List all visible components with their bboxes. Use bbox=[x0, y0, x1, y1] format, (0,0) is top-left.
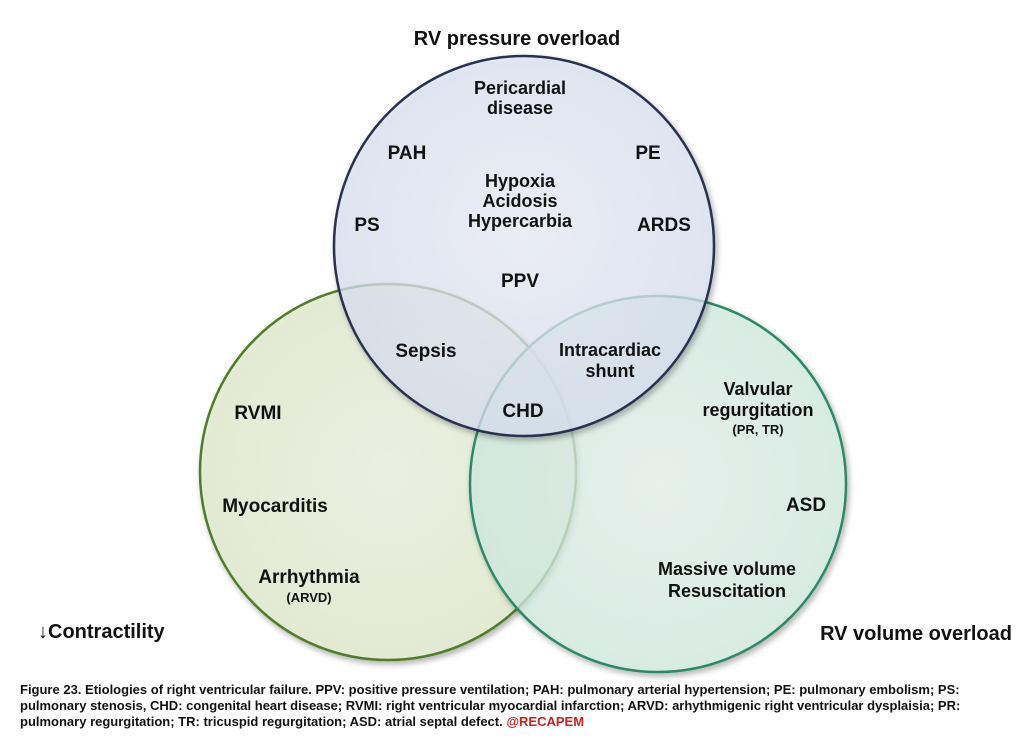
label-intracardiac-2: shunt bbox=[586, 361, 635, 381]
label-ards: ARDS bbox=[637, 215, 691, 236]
label-pericardial-1: Pericardial bbox=[474, 78, 566, 98]
label-massive-1: Massive volume bbox=[658, 559, 796, 579]
volume-group-title: RV volume overload bbox=[820, 623, 1012, 645]
caption-tag: @RECAPEM bbox=[506, 714, 585, 729]
label-valvular-1: Valvular bbox=[723, 379, 792, 399]
label-valvular-2: regurgitation bbox=[703, 400, 814, 420]
caption-text: Figure 23. Etiologies of right ventricul… bbox=[20, 682, 961, 729]
label-arvd: (ARVD) bbox=[286, 590, 331, 605]
label-ps: PS bbox=[354, 215, 379, 236]
figure-caption: Figure 23. Etiologies of right ventricul… bbox=[20, 682, 1005, 730]
label-rvmi: RVMI bbox=[234, 403, 281, 424]
label-pah: PAH bbox=[388, 143, 427, 164]
label-chd: CHD bbox=[502, 401, 543, 422]
venn-diagram: RV pressure overload ↓Contractility RV v… bbox=[38, 28, 1012, 674]
pressure-circle bbox=[332, 54, 716, 438]
label-myocarditis: Myocarditis bbox=[222, 496, 328, 517]
contractility-group-title: ↓Contractility bbox=[38, 621, 166, 643]
label-hypercarbia: Hypercarbia bbox=[468, 211, 573, 231]
label-pe: PE bbox=[635, 143, 660, 164]
label-asd: ASD bbox=[786, 495, 826, 516]
label-acidosis: Acidosis bbox=[482, 191, 557, 211]
pressure-group-title: RV pressure overload bbox=[414, 28, 620, 50]
label-valvular-3: (PR, TR) bbox=[732, 422, 783, 437]
label-arrhythmia: Arrhythmia bbox=[258, 567, 360, 588]
label-pericardial-2: disease bbox=[487, 98, 553, 118]
label-sepsis: Sepsis bbox=[395, 341, 456, 362]
label-ppv: PPV bbox=[501, 271, 539, 292]
label-hypoxia: Hypoxia bbox=[485, 171, 556, 191]
label-massive-2: Resuscitation bbox=[668, 581, 786, 601]
label-intracardiac-1: Intracardiac bbox=[559, 340, 661, 360]
